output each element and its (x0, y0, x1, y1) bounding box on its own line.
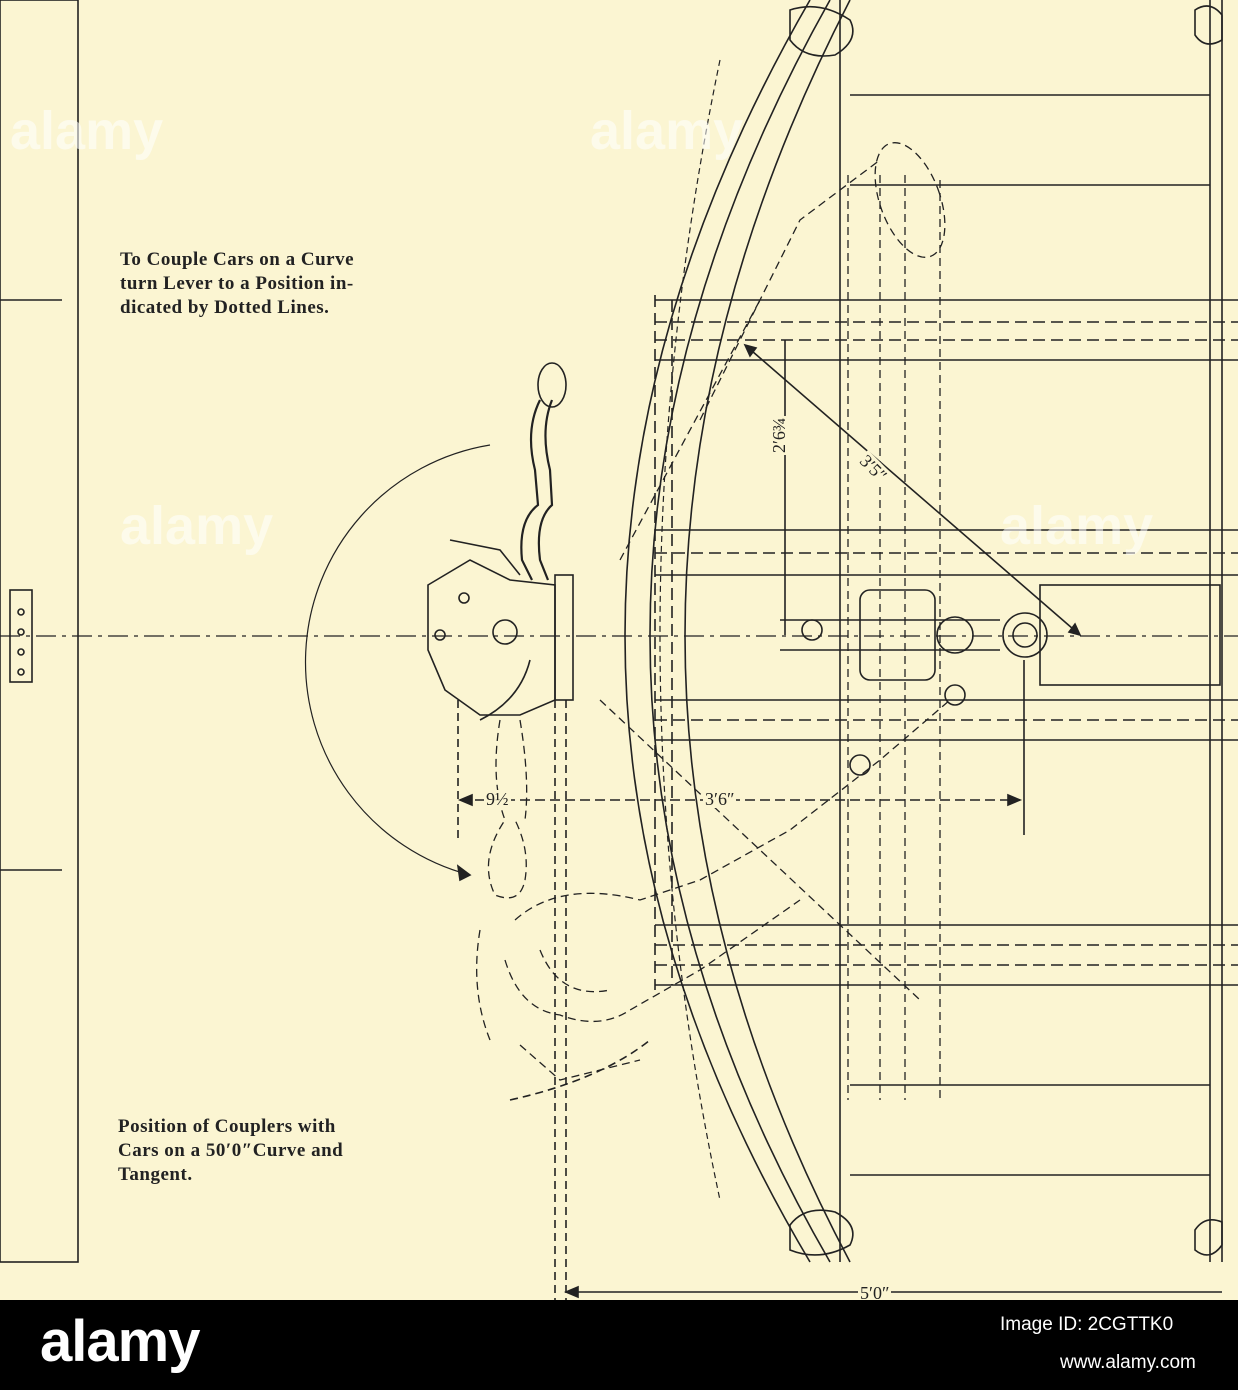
arrow-head (743, 343, 758, 358)
watermark-overlay: alamy (590, 101, 744, 161)
rivet (17, 608, 25, 616)
corner-block (1194, 5, 1223, 45)
coupler-bolt (801, 619, 823, 641)
coupler-position-note: Position of Couplers with Cars on a 50′0… (118, 1115, 343, 1187)
note-line: dicated by Dotted Lines. (120, 297, 330, 318)
end-sill-outer-arc (624, 0, 811, 1263)
rivet (17, 668, 25, 676)
note-line: Cars on a 50′0″Curve and (118, 1140, 344, 1161)
arrow-head (457, 793, 473, 807)
arrow-head (1067, 622, 1082, 637)
dimension-label: 3′6″ (703, 789, 737, 809)
rivet (17, 628, 25, 636)
coupler-pin (936, 616, 974, 654)
uncoupling-lever (537, 399, 554, 581)
corner-block (789, 5, 854, 57)
coupler-hole (458, 592, 470, 604)
watermark-footer (0, 1300, 1238, 1390)
arrow-head (456, 864, 472, 882)
lever-swing-arc (304, 444, 491, 876)
uncoupling-lever (520, 399, 541, 581)
coupler-drawing: To Couple Cars on a Curve turn Lever to … (0, 0, 1238, 1303)
coupler-head (427, 559, 556, 716)
arrow-head (563, 1285, 579, 1299)
site-url: www.alamy.com (1060, 1352, 1196, 1373)
corner-block (789, 1209, 854, 1256)
dotted-coupler-curve (476, 142, 951, 1100)
dotted-lever-position (487, 719, 528, 899)
note-line: To Couple Cars on a Curve (120, 249, 355, 270)
dimension-label: 5′0″ (858, 1283, 892, 1303)
pivot-pin-inner (1012, 622, 1038, 648)
watermark-overlay: alamy (10, 101, 164, 161)
buffer-arc (684, 0, 851, 1263)
coupler-yoke (859, 589, 936, 681)
note-line: Position of Couplers with (118, 1116, 336, 1137)
draft-gear-box (1039, 584, 1221, 686)
note-line: Tangent. (118, 1164, 193, 1185)
swing-radius-dashed (659, 59, 721, 1201)
technical-drawing (0, 0, 1238, 1300)
coupling-instruction-note: To Couple Cars on a Curve turn Lever to … (120, 248, 354, 320)
note-leader (509, 1039, 651, 1101)
watermark-overlay: alamy (120, 496, 274, 556)
dim-line-diagonal (744, 344, 1081, 636)
pivot-pin (1002, 612, 1048, 658)
coupler-flange (554, 574, 574, 701)
coupler-bolt (849, 754, 871, 776)
knuckle-pin (492, 619, 518, 645)
corner-block (1194, 1219, 1223, 1256)
watermark-overlay: alamy (1000, 496, 1154, 556)
left-panel-frame (0, 0, 79, 1263)
dimension-label: 2′6¾ (769, 415, 789, 455)
dimension-label: 9½ (484, 789, 511, 809)
alamy-logo: alamy (40, 1309, 200, 1374)
coupler-bolt (944, 684, 966, 706)
end-sill-inner-arc (649, 0, 831, 1263)
lever-handle (537, 362, 567, 408)
coupler-jaw (479, 659, 531, 721)
coupler-knuckle (449, 539, 521, 576)
coupler-hole (434, 629, 446, 641)
arrow-head (1007, 793, 1023, 807)
note-line: turn Lever to a Position in- (120, 273, 354, 294)
image-id-label: Image ID: 2CGTTK0 (1000, 1314, 1174, 1335)
rivet (17, 648, 25, 656)
